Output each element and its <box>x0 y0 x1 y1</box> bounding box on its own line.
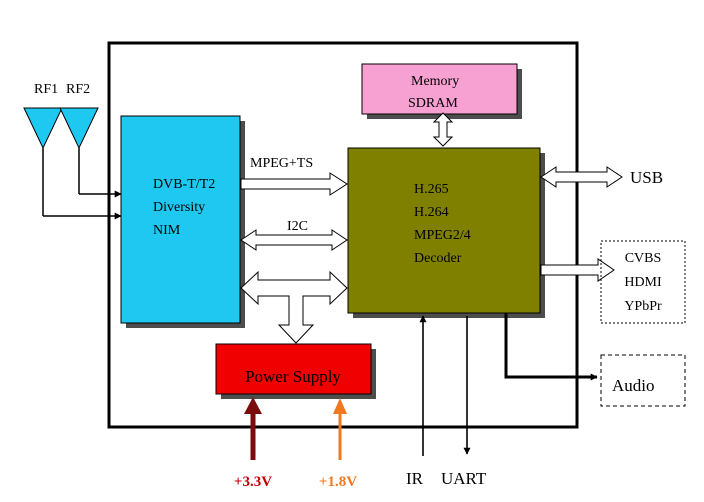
decoder-label-1: H.265 <box>414 182 449 197</box>
memory-block <box>361 63 518 115</box>
video-outputs-box <box>600 240 686 324</box>
decoder-label-4: Decoder <box>414 251 462 266</box>
power-label: Power Supply <box>245 367 341 386</box>
rf2-label: RF2 <box>66 82 90 97</box>
nim-block <box>120 115 241 324</box>
audio-box <box>600 354 686 407</box>
rf1-label: RF1 <box>34 82 58 97</box>
decoder-label-3: MPEG2/4 <box>414 228 471 243</box>
usb-label: USB <box>630 168 663 187</box>
decoder-label-2: H.264 <box>414 205 449 220</box>
audio-connector <box>504 313 598 381</box>
antenna-icon <box>23 107 122 220</box>
mpeg-ts-arrow <box>240 172 348 196</box>
video-output-ypbpr: YPbPr <box>624 299 662 314</box>
usb-arrow <box>540 166 623 188</box>
rail-3v3-arrow <box>244 397 262 460</box>
rail-1v8-arrow <box>333 398 347 460</box>
nim-label-1: DVB-T/T2 <box>153 177 215 192</box>
video-out-arrow <box>540 258 615 282</box>
rail-3v3-label: +3.3V <box>234 474 272 490</box>
i2c-label: I2C <box>287 219 308 234</box>
memory-label-1: Memory <box>411 74 459 89</box>
power-block <box>215 343 372 395</box>
rail-1v8-label: +1.8V <box>319 474 357 490</box>
video-output-hdmi: HDMI <box>624 275 662 290</box>
video-output-cvbs: CVBS <box>625 251 662 266</box>
i2c-arrow <box>240 229 348 251</box>
uart-label: UART <box>441 469 487 488</box>
nim-label-3: NIM <box>153 223 181 238</box>
board-frame <box>107 41 579 429</box>
memory-label-2: SDRAM <box>408 96 458 111</box>
memory-decoder-arrow <box>432 112 454 147</box>
mpeg-ts-label: MPEG+TS <box>250 156 313 171</box>
nim-label-2: Diversity <box>153 200 205 215</box>
audio-label: Audio <box>612 376 655 395</box>
decoder-block <box>347 147 541 314</box>
ir-label: IR <box>406 469 424 488</box>
power-interconnect-arrow <box>240 270 348 344</box>
